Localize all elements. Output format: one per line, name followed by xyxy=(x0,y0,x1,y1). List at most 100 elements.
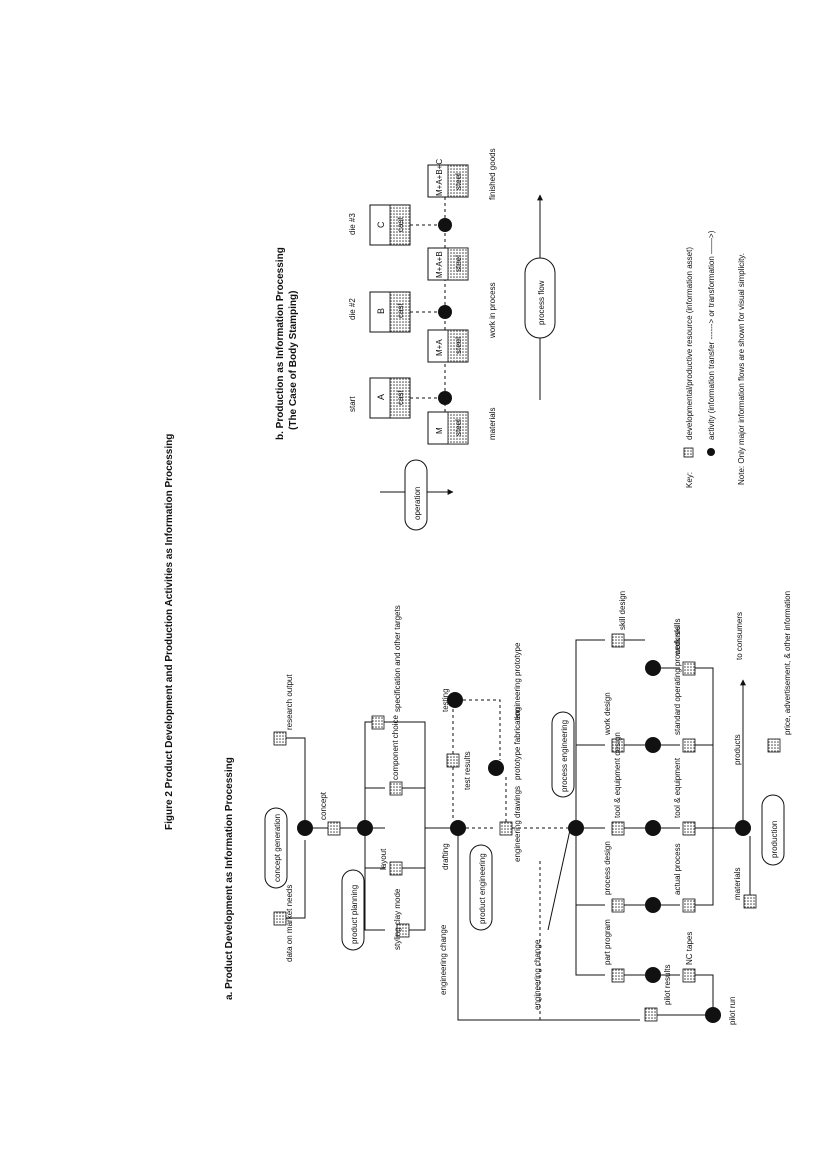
label-materials: materials xyxy=(733,868,742,900)
resource-layout xyxy=(389,861,403,876)
resource-tool-equipment xyxy=(682,821,696,836)
wip-mab: M+A+B steel xyxy=(427,247,469,281)
die-letter-b: B xyxy=(376,308,386,314)
label-part-program: part program xyxy=(603,919,612,965)
label-work-skills: work skills xyxy=(673,619,682,656)
activity-standard-ops xyxy=(645,737,661,753)
die-cast-label-c: cast xyxy=(396,217,405,232)
label-concept: concept xyxy=(319,791,328,820)
resource-price-adv xyxy=(767,738,781,753)
die-3: die #3 C cast xyxy=(348,204,411,246)
key-resource-icon xyxy=(683,447,694,458)
label-layout: layout xyxy=(379,848,388,870)
label-eng-change-1: engineering change xyxy=(439,924,448,995)
oval-concept-generation xyxy=(264,807,288,889)
wip-steel-m xyxy=(447,411,469,445)
label-work-in-process: work in process xyxy=(488,282,497,339)
label-finished-goods: finished goods xyxy=(488,148,497,200)
wip-steel-label-ma: steel xyxy=(454,337,463,354)
die-label-3: die #3 xyxy=(348,213,357,235)
wip-ma: M+A steel xyxy=(427,329,469,363)
oval-product-planning-label: product planning xyxy=(350,885,359,944)
resource-process-design xyxy=(611,898,625,913)
wip-m: M steel xyxy=(427,411,469,445)
activity-stamp-1 xyxy=(438,391,452,405)
oval-operation-label: operation xyxy=(413,487,422,520)
panel-b-subtitle: (The Case of Body Stamping) xyxy=(288,291,299,430)
oval-production xyxy=(761,794,785,866)
resource-materials xyxy=(743,894,757,909)
label-skill-design: skill design xyxy=(618,591,627,630)
label-nc-tapes: NC tapes xyxy=(685,932,694,965)
resource-nc-tapes xyxy=(682,968,696,983)
label-eng-prototype: engineering prototype xyxy=(513,642,522,720)
oval-operation xyxy=(404,459,428,531)
wip-steel-label-mabc: steel xyxy=(454,173,463,190)
activity-nc-tapes xyxy=(645,967,661,983)
resource-standard-ops xyxy=(682,738,696,753)
activity-testing xyxy=(447,692,463,708)
key-resource-text: developmental/productive resource (infor… xyxy=(685,247,694,440)
resource-work-skills xyxy=(682,661,696,676)
label-pilot-run: pilot run xyxy=(728,997,737,1025)
activity-prototype-fabrication xyxy=(488,760,504,776)
label-proto-fab: prototype fabrication xyxy=(513,708,522,781)
activity-process-engineering xyxy=(568,820,584,836)
oval-product-engineering xyxy=(469,844,493,931)
resource-component-choice xyxy=(389,781,403,796)
panel-a-diagram: data on market needs research output con… xyxy=(264,591,792,1025)
label-eng-change-2: engineering change xyxy=(533,939,542,1010)
die-2: die #2 B cast xyxy=(348,291,411,333)
label-actual-process: actual process xyxy=(673,843,682,895)
oval-product-planning xyxy=(341,869,365,951)
figure-title: Figure 2 Product Development and Product… xyxy=(164,434,175,830)
label-pilot-results: pilot results xyxy=(663,965,672,1005)
panel-b-diagram: start A cast die #2 B cast die #3 C cast xyxy=(348,148,746,531)
activity-work-skills xyxy=(645,660,661,676)
label-test-results: test results xyxy=(463,751,472,790)
oval-concept-generation-label: concept generation xyxy=(273,814,282,882)
wip-steel-label-m: steel xyxy=(454,419,463,436)
die-cast-label-a: cast xyxy=(396,390,405,405)
label-price-adv: price, advertisement, & other informatio… xyxy=(783,591,792,735)
die-letter-a: A xyxy=(376,394,386,400)
label-specification: specification and other targets xyxy=(393,605,402,712)
die-letter-c: C xyxy=(376,221,386,228)
label-materials-b: materials xyxy=(488,408,497,440)
activity-product-planning xyxy=(357,820,373,836)
resource-research-output xyxy=(273,731,287,746)
label-data-market: data on market needs xyxy=(285,885,294,962)
key-activity-icon xyxy=(707,448,715,456)
label-component-choice: component choice xyxy=(391,715,400,780)
resource-part-program xyxy=(611,968,625,983)
activity-concept-generation xyxy=(297,820,313,836)
wip-steel-ma xyxy=(447,329,469,363)
label-drafting: drafting xyxy=(441,843,450,870)
oval-process-engineering xyxy=(551,711,575,798)
resource-specification xyxy=(371,715,385,730)
activity-pilot-run xyxy=(705,1007,721,1023)
wip-label-mabc: M+A+B+C xyxy=(435,159,444,196)
resource-skill-design xyxy=(611,633,625,648)
die-label-2: die #2 xyxy=(348,298,357,320)
label-testing: testing xyxy=(441,688,450,712)
resource-tool-design xyxy=(611,821,625,836)
label-tool-equipment: tool & equipment xyxy=(673,757,682,818)
label-styling: styling clay mode xyxy=(393,888,402,950)
resource-concept xyxy=(327,821,341,836)
die-label-start: start xyxy=(348,396,357,412)
resource-test-results xyxy=(446,753,460,768)
label-products: products xyxy=(733,734,742,765)
label-tool-design: tool & equipment design xyxy=(613,732,622,818)
label-eng-drawings: engineering drawings xyxy=(513,786,522,862)
activity-tool-equipment xyxy=(645,820,661,836)
label-process-design: process design xyxy=(603,841,612,895)
panel-a-title: a. Product Development as Information Pr… xyxy=(224,757,235,1000)
wip-mabc: M+A+B+C steel xyxy=(427,159,469,198)
oval-product-engineering-label: product engineering xyxy=(478,853,487,924)
label-to-consumers: to consumers xyxy=(735,612,744,660)
resource-eng-drawings xyxy=(499,821,513,836)
resource-actual-process xyxy=(682,898,696,913)
activity-stamp-3 xyxy=(438,218,452,232)
